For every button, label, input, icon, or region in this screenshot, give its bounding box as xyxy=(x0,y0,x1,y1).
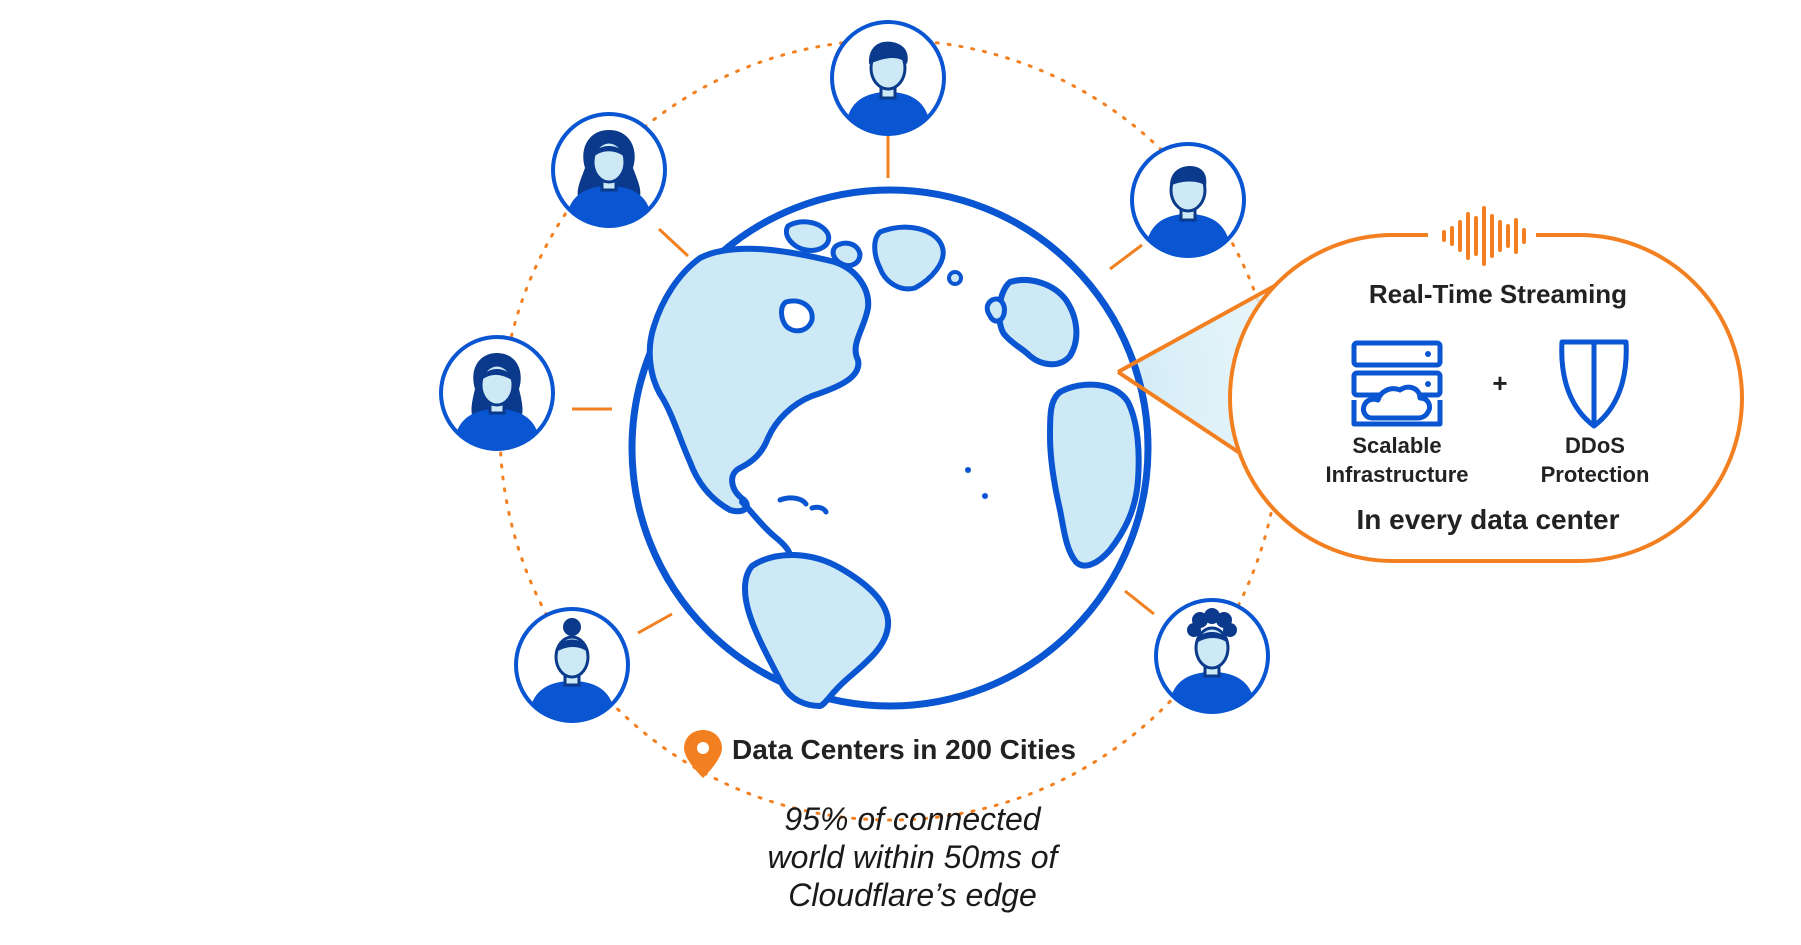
user-avatar-icon xyxy=(439,335,555,451)
user-avatar-icon xyxy=(1154,598,1270,714)
user-avatar-icon xyxy=(551,112,667,228)
caption-line-2: world within 50ms of xyxy=(767,839,1058,875)
data-centers-label: Data Centers in 200 Cities xyxy=(732,734,1076,765)
latency-caption: 95% of connected world within 50ms of Cl… xyxy=(650,800,1175,914)
callout-panel xyxy=(1116,206,1744,563)
map-pin-icon xyxy=(684,730,722,778)
protection-label-line2: Protection xyxy=(1541,462,1650,487)
globe-icon xyxy=(628,186,1152,710)
caption-line-3: Cloudflare’s edge xyxy=(788,877,1037,913)
plus-sign: + xyxy=(1492,368,1507,398)
callout-footer: In every data center xyxy=(1356,504,1619,535)
sound-wave-icon xyxy=(1442,206,1526,266)
infrastructure-label-line2: Infrastructure xyxy=(1325,462,1468,487)
server-cloud-icon xyxy=(1351,340,1443,427)
user-avatar-icon xyxy=(830,20,946,136)
protection-label-line1: DDoS xyxy=(1565,433,1625,458)
callout-title: Real-Time Streaming xyxy=(1369,279,1627,309)
infrastructure-label-line1: Scalable xyxy=(1352,433,1441,458)
user-avatar-icon xyxy=(1130,142,1246,258)
caption-line-1: 95% of connected xyxy=(784,801,1041,837)
connector-lines xyxy=(572,136,1155,635)
user-avatar-icon xyxy=(514,607,630,723)
shield-icon xyxy=(1559,339,1629,429)
